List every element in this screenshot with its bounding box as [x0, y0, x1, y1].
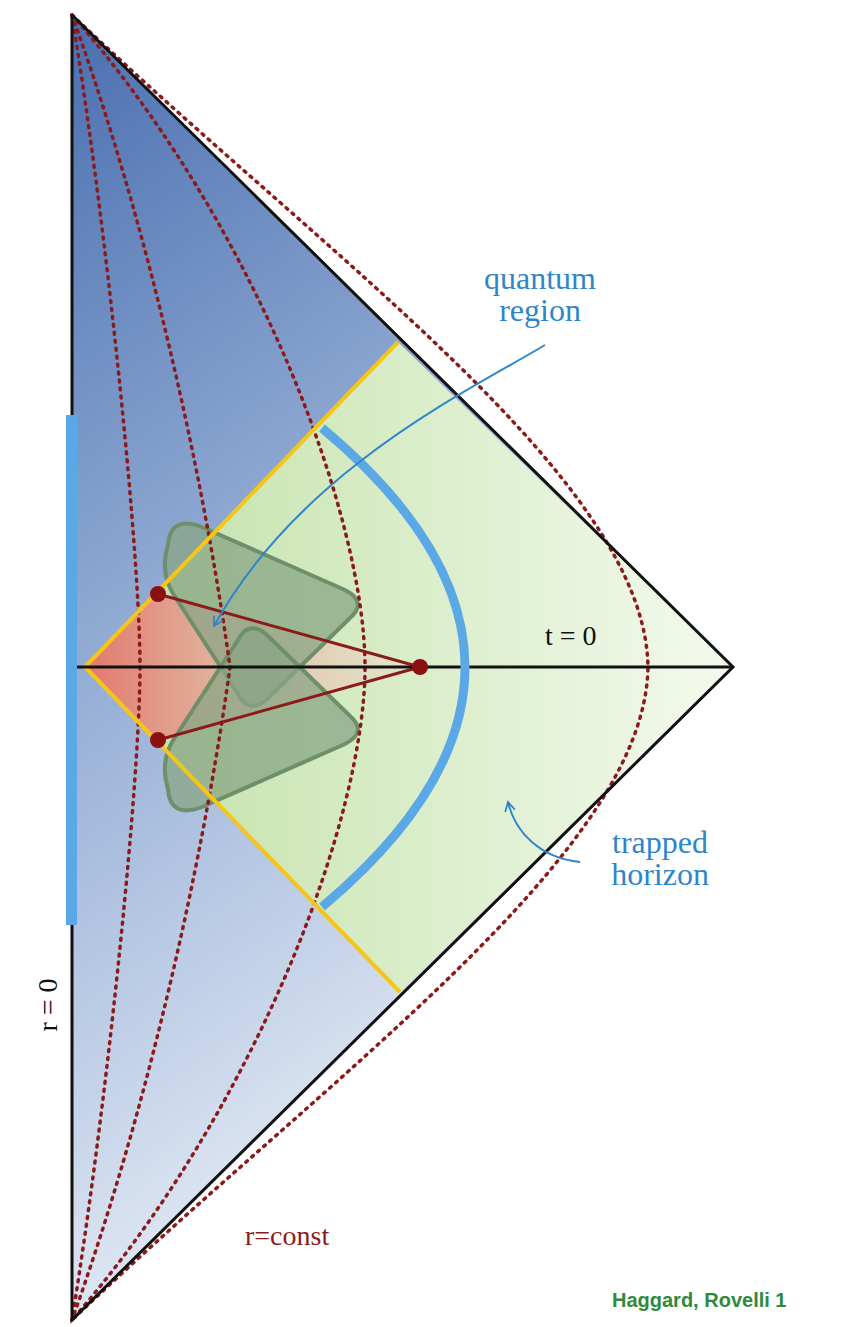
horizon-callout: trapped horizon [585, 826, 735, 890]
leader-line [214, 345, 545, 626]
diagram-boundary [72, 15, 733, 1320]
shell-line [85, 342, 398, 667]
time-slice [72, 666, 733, 669]
central-bar [66, 415, 77, 925]
quantum-blob [165, 628, 358, 810]
trapped-horizon-arc [322, 428, 465, 907]
event-dot [150, 732, 166, 748]
leader-line [508, 802, 580, 862]
spacetime-region [72, 15, 733, 1320]
curve-label: r=const [245, 1222, 329, 1250]
event-dot [150, 586, 166, 602]
shell-line [85, 667, 400, 992]
time-label: t = 0 [545, 622, 597, 650]
citation: Haggard, Rovelli 1 [612, 1290, 787, 1310]
event-dot [412, 659, 428, 675]
axis-label: r = 0 [34, 978, 62, 1031]
bounce-line [158, 667, 420, 740]
bounce-line [158, 594, 420, 667]
region-callout: quantum region [470, 262, 610, 326]
